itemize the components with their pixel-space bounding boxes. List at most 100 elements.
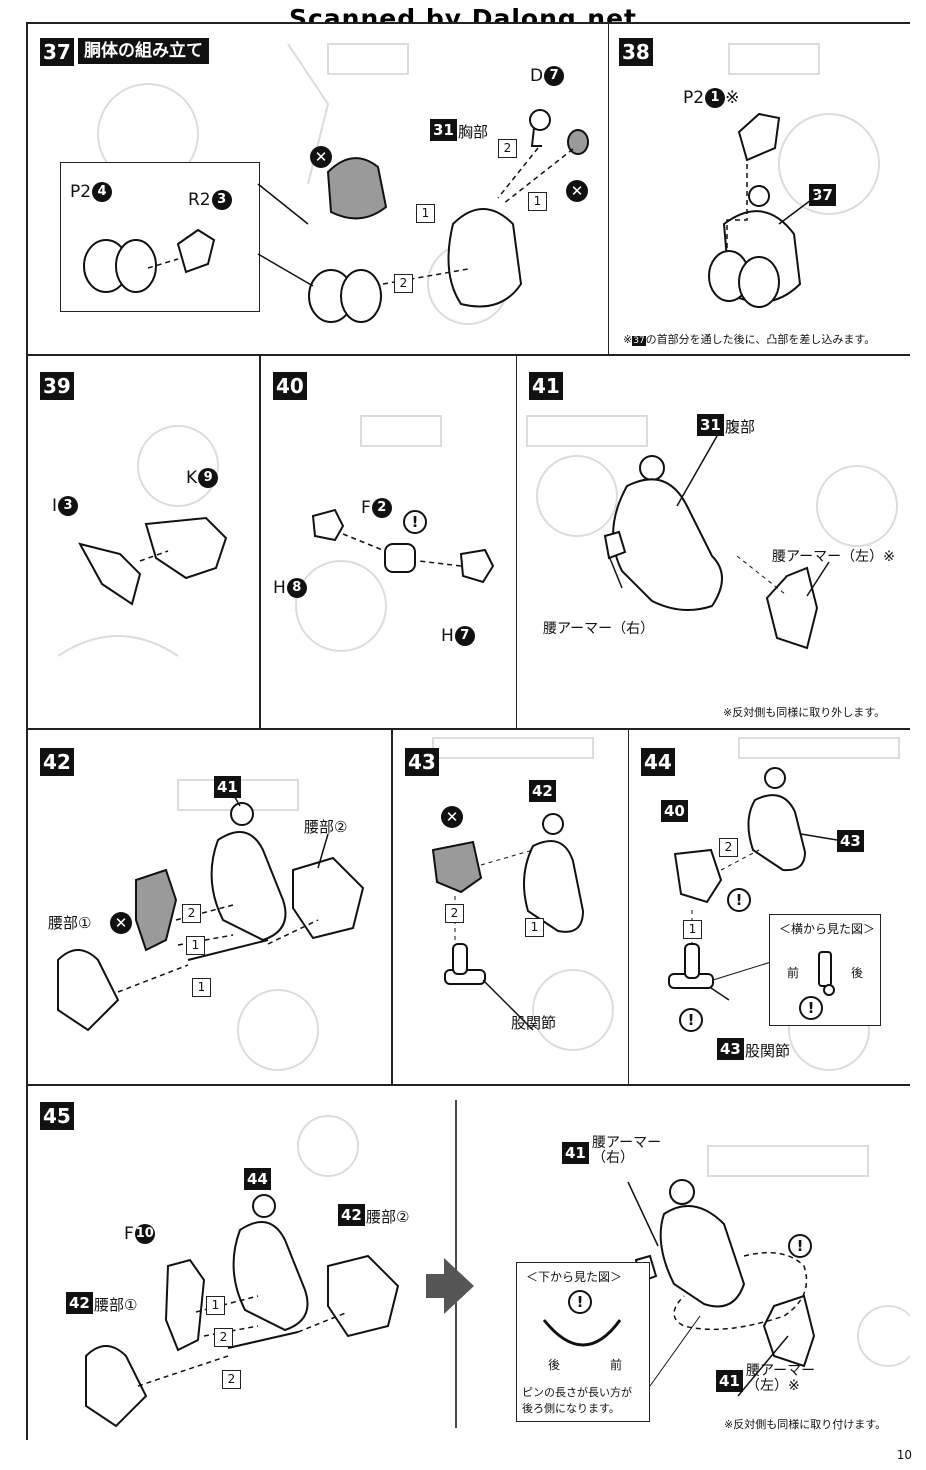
caution-mark: ! — [799, 996, 823, 1020]
step-43-panel: 43 42 ✕ 1 2 股関節 — [392, 729, 630, 1085]
reference-step-41: 41 — [716, 1370, 743, 1392]
inset-note-line1: ピンの長さが長い方が — [522, 1386, 632, 1399]
reference-step-41: 41 — [562, 1142, 589, 1164]
waist2-label: 腰部② — [366, 1208, 410, 1226]
step-number: 41 — [529, 372, 563, 400]
chest-subassembly-drawing — [83, 109, 589, 323]
caution-mark: ! — [403, 510, 427, 534]
sequence-2: 2 — [719, 838, 738, 857]
hip-assembly-drawing — [431, 813, 585, 1031]
sequence-1: 1 — [186, 936, 205, 955]
sequence-2: 2 — [182, 904, 201, 923]
ghost-background-art — [526, 415, 898, 547]
torso-assembly-drawing — [708, 112, 820, 308]
inset-note-line2: 後ろ側になります。 — [522, 1402, 620, 1415]
step-number: 43 — [405, 748, 439, 776]
sequence-1: 1 — [525, 918, 544, 937]
back-label: 後 — [548, 1358, 561, 1372]
reference-step-31: 31 — [697, 414, 724, 436]
waist1-label: 腰部① — [48, 914, 92, 932]
divider-line — [455, 1100, 457, 1428]
wrong-mark: ✕ — [566, 180, 588, 202]
step-number: 42 — [40, 748, 74, 776]
waist-armor-left-label: 腰アーマー（左）※ — [746, 1363, 816, 1394]
sequence-1: 1 — [683, 920, 702, 939]
abdomen-drawing — [603, 435, 830, 650]
wrong-mark: ✕ — [310, 146, 332, 168]
ghost-background-art — [297, 1115, 910, 1367]
step-number: 37 — [40, 38, 74, 66]
sequence-2: 2 — [214, 1328, 233, 1347]
step-title: 胴体の組み立て — [78, 38, 209, 64]
step-number: 40 — [273, 372, 307, 400]
waist1-label: 腰部① — [94, 1296, 138, 1314]
caution-mark: ! — [679, 1008, 703, 1032]
reference-step-43: 43 — [717, 1038, 744, 1060]
waist-armor-right-label: 腰アーマー（右） — [543, 621, 655, 637]
abdomen-label: 腹部 — [725, 418, 756, 436]
part-assembly-drawing — [78, 516, 228, 606]
sequence-2: 2 — [445, 904, 464, 923]
side-view-drawing — [818, 951, 835, 996]
reference-step-43: 43 — [837, 830, 864, 852]
reference-step-42: 42 — [529, 780, 556, 802]
wrong-mark: ✕ — [110, 912, 132, 934]
reference-step-41: 41 — [214, 776, 241, 798]
reference-step-42: 42 — [338, 1204, 365, 1226]
sequence-2: 2 — [394, 274, 413, 293]
waist-assembly-drawing — [57, 793, 365, 1032]
reference-step-37: 37 — [809, 184, 836, 206]
step-number: 45 — [40, 1102, 74, 1130]
back-label: 後 — [851, 966, 864, 980]
sequence-1: 1 — [416, 204, 435, 223]
step-note: ※反対側も同様に取り付けます。 — [724, 1418, 887, 1431]
step-44-panel: 44 40 43 ! ! 2 1 ＜横から見た図＞ 前 後 — [628, 729, 910, 1085]
sequence-1: 1 — [206, 1296, 225, 1315]
ghost-background-art — [57, 425, 219, 657]
sequence-2: 2 — [222, 1370, 241, 1389]
sequence-1: 1 — [528, 192, 547, 211]
waist-armor-right-label: 腰アーマー（右） — [592, 1135, 662, 1166]
hip-joint-drawing — [668, 767, 838, 1001]
page-number: 10 — [896, 1448, 912, 1462]
sequence-2: 2 — [498, 139, 517, 158]
step-note: ※反対側も同様に取り外します。 — [723, 706, 886, 719]
reference-step-31: 31 — [430, 119, 457, 141]
waist2-label: 腰部② — [304, 818, 348, 836]
bottom-view-title: ＜下から見た図＞ — [526, 1270, 623, 1284]
wrong-mark: ✕ — [441, 806, 463, 828]
front-label: 前 — [610, 1358, 623, 1372]
ghost-background-art — [295, 415, 442, 652]
step-note: ※37の首部分を通した後に、凸部を差し込みます。 — [623, 333, 876, 346]
side-view-title: ＜横から見た図＞ — [779, 922, 876, 936]
step-number: 38 — [619, 38, 653, 66]
reference-step-40: 40 — [661, 800, 688, 822]
chest-label: 胸部 — [458, 123, 489, 141]
hip-joint-label: 股関節 — [511, 1014, 557, 1032]
bottom-view-inset — [516, 1262, 650, 1422]
joint-assembly-drawing — [311, 508, 495, 584]
waist-armor-left-label: 腰アーマー（左）※ — [772, 549, 895, 565]
hip-joint-label: 股関節 — [745, 1042, 791, 1060]
step-42-panel: 42 41 腰部② 腰部① ✕ 2 1 1 — [28, 729, 392, 1085]
caution-mark: ! — [568, 1290, 592, 1314]
caution-mark: ! — [727, 888, 751, 912]
step-41-panel: 41 31 腹部 腰アーマー（左）※ 腰アーマー（右） ※反対側も同様に取り外し… — [516, 355, 910, 729]
caution-mark: ! — [788, 1234, 812, 1258]
